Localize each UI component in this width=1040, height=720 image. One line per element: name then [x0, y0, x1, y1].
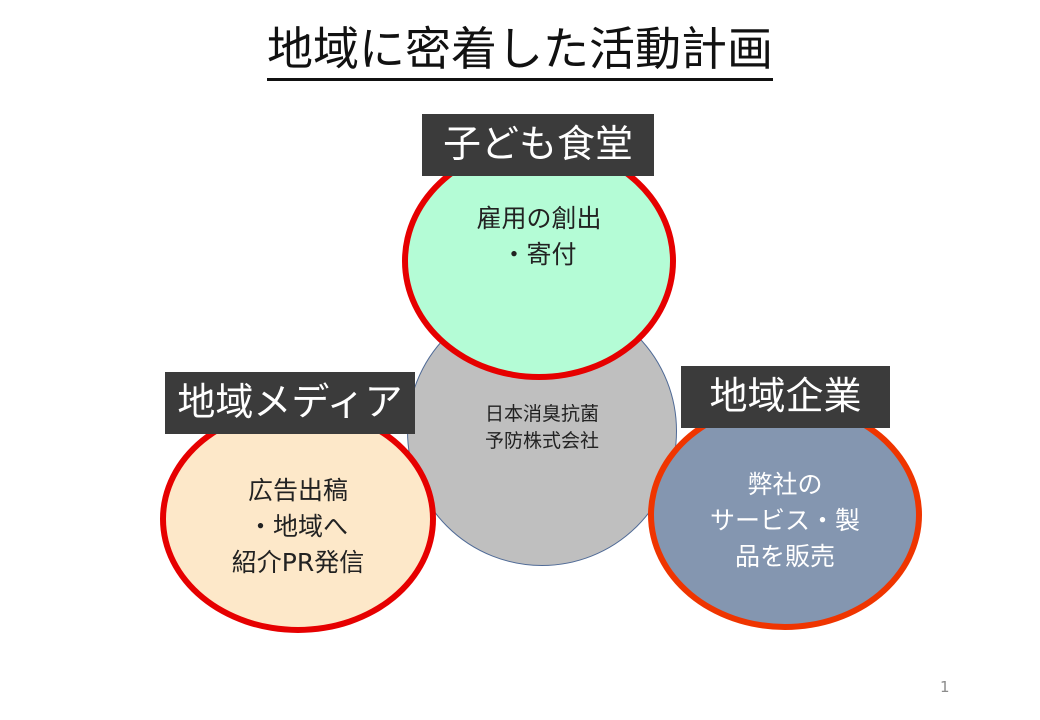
left-node-label: 地域メディア — [165, 372, 415, 434]
right-node-text: 弊社の サービス・製 品を販売 — [709, 469, 860, 572]
top-node-label: 子ども食堂 — [422, 114, 654, 176]
top-node-text: 雇用の創出 ・寄付 — [476, 203, 602, 269]
right-node-circle: 弊社の サービス・製 品を販売 — [648, 400, 922, 630]
slide-title-text: 地域に密着した活動計画 — [267, 22, 773, 81]
slide-title: 地域に密着した活動計画 — [0, 22, 1040, 81]
left-node-text: 広告出稿 ・地域へ 紹介PR発信 — [231, 475, 365, 578]
left-node-circle: 広告出稿 ・地域へ 紹介PR発信 — [160, 405, 436, 633]
center-node-text: 日本消臭抗菌 予防株式会社 — [484, 403, 599, 452]
right-node-label: 地域企業 — [681, 366, 890, 428]
page-number: 1 — [940, 678, 950, 696]
top-node-circle: 雇用の創出 ・寄付 — [402, 142, 676, 380]
